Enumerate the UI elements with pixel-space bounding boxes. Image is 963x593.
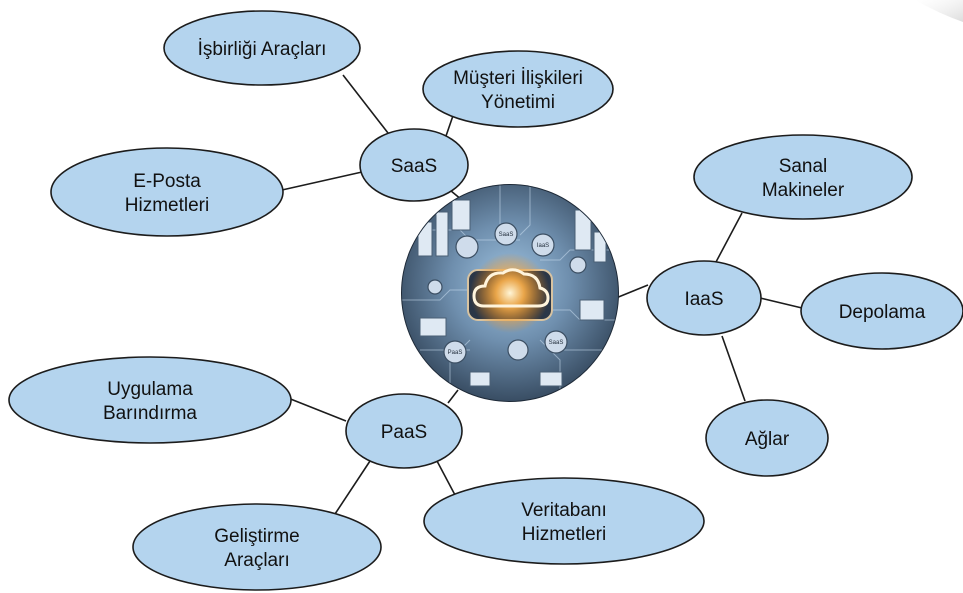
corner-shade [915, 0, 963, 22]
node-label-paas: PaaS [381, 422, 427, 443]
node-saas: SaaS [360, 129, 468, 201]
node-label-musteri: Yönetimi [481, 92, 555, 113]
connector-line-paas-veritabani [437, 461, 455, 495]
chip-label: IaaS [537, 243, 549, 249]
node-label-sanal: Sanal [779, 156, 828, 177]
node-label-musteri: Müşteri İlişkileri [453, 68, 583, 89]
connector-line-paas-gelistirme [335, 461, 370, 514]
node-depolama: Depolama [801, 273, 963, 349]
connector-line-saas-isbirligi [343, 75, 388, 133]
connector-line-center-iaas [616, 285, 648, 298]
chip-label: SaaS [499, 232, 514, 238]
node-label-saas: SaaS [391, 156, 437, 177]
node-label-aglar: Ağlar [745, 429, 790, 450]
connector-line-paas-uygulama [288, 398, 346, 421]
connector-line-iaas-depolama [760, 298, 802, 308]
node-label-isbirligi: İşbirliği Araçları [198, 39, 327, 60]
chip-label: PaaS [448, 350, 463, 356]
node-ellipse-sanal [694, 135, 912, 219]
connector-line-center-paas [448, 390, 458, 403]
node-label-gelistirme: Geliştirme [214, 526, 300, 547]
chip-label: SaaS [549, 340, 564, 346]
node-iaas: IaaS [647, 261, 761, 335]
node-ellipse-eposta [51, 148, 283, 236]
connector-line-iaas-aglar [722, 336, 745, 401]
node-aglar: Ağlar [706, 400, 828, 476]
node-label-veritabani: Hizmetleri [522, 524, 606, 545]
node-label-sanal: Makineler [762, 180, 845, 201]
node-label-gelistirme: Araçları [224, 550, 289, 571]
node-ellipse-veritabani [424, 478, 704, 564]
node-ellipse-uygulama [9, 357, 291, 443]
node-label-uygulama: Uygulama [107, 379, 193, 400]
node-paas: PaaS [346, 394, 462, 468]
node-isbirligi: İşbirliği Araçları [164, 11, 360, 85]
connector-line-saas-eposta [282, 172, 362, 190]
connector-line-iaas-sanal [716, 213, 742, 262]
node-ellipse-gelistirme [133, 504, 381, 590]
node-label-depolama: Depolama [839, 302, 926, 323]
node-label-iaas: IaaS [684, 289, 723, 310]
node-label-eposta: Hizmetleri [125, 195, 209, 216]
node-label-uygulama: Barındırma [103, 403, 197, 424]
cloud-technology-image: SaaS IaaS PaaS SaaS [400, 184, 620, 404]
node-label-veritabani: Veritabanı [521, 500, 607, 521]
node-ellipse-musteri [423, 51, 613, 127]
node-label-eposta: E-Posta [133, 171, 201, 192]
